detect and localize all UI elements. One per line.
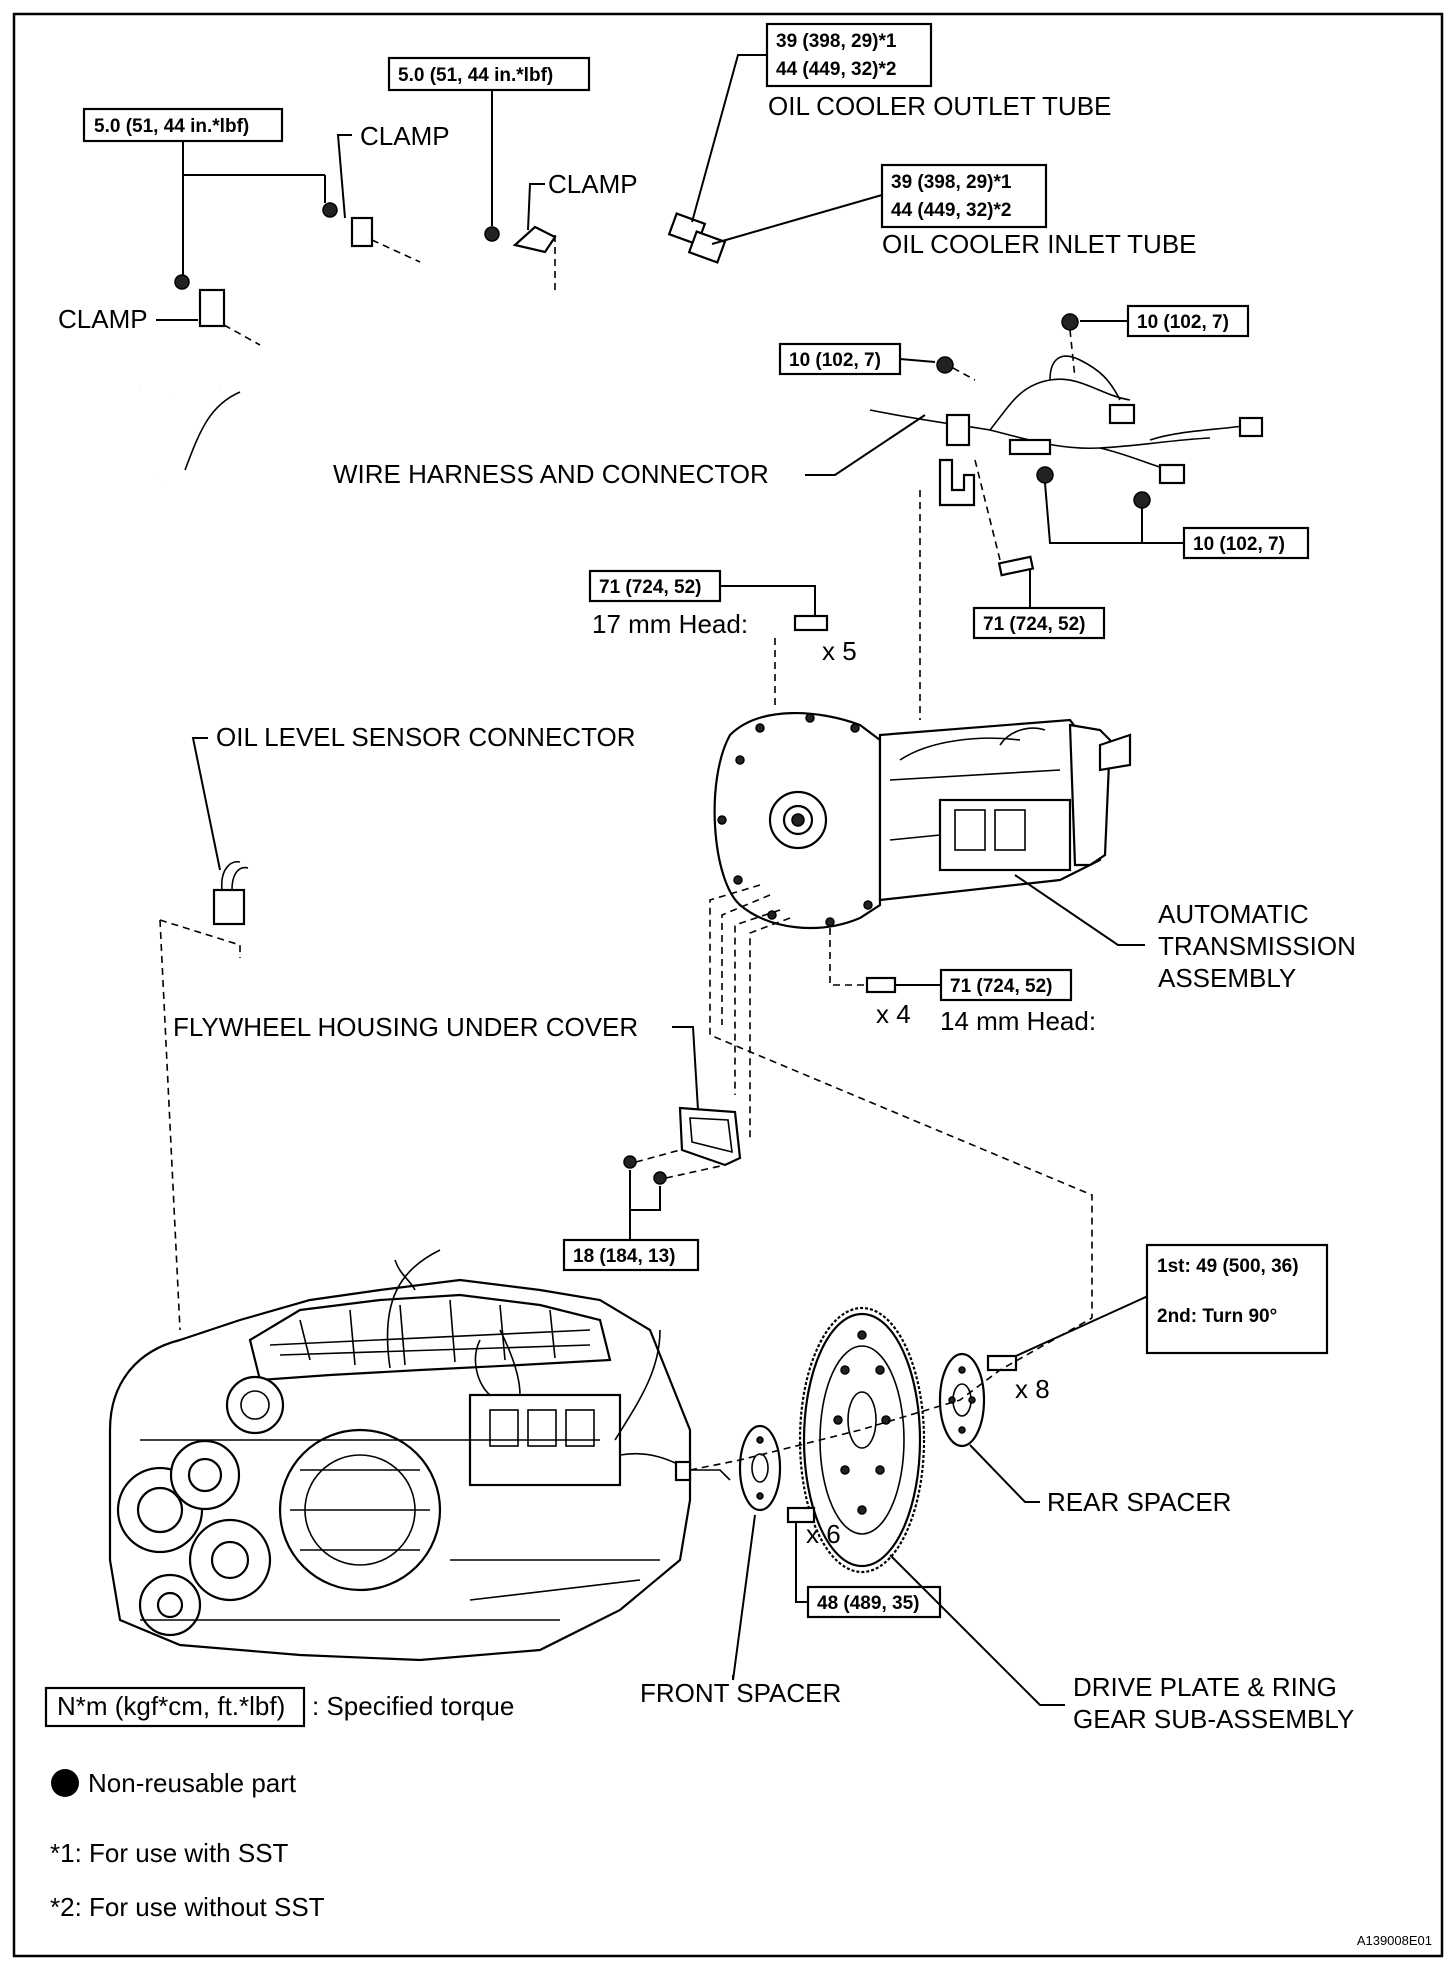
clamp-left-bolt bbox=[174, 274, 190, 290]
rear-spacer-label: REAR SPACER bbox=[1047, 1487, 1231, 1517]
torque-box-front-spacer bbox=[806, 1585, 942, 1619]
qty-x8-label: x 8 bbox=[1015, 1374, 1050, 1404]
non-reusable-icon bbox=[51, 1769, 79, 1797]
drive-plate-ring-gear-part bbox=[798, 1306, 926, 1574]
harness-connector-2 bbox=[1158, 463, 1186, 485]
clamp-mid-label: CLAMP bbox=[548, 169, 638, 199]
torque-bracket-bolt: 71 (724, 52) bbox=[983, 614, 1085, 635]
torque-box-17mm bbox=[588, 569, 722, 603]
legend-non-reusable: Non-reusable part bbox=[88, 1768, 297, 1798]
torque-box-clamp-left bbox=[82, 107, 284, 143]
auto-trans-label-2: TRANSMISSION bbox=[1158, 931, 1356, 961]
inlet-tube-fitting bbox=[687, 230, 727, 264]
auto-trans-label-3: ASSEMBLY bbox=[1158, 963, 1296, 993]
automatic-transmission-part bbox=[713, 711, 1132, 930]
torque-17mm: 71 (724, 52) bbox=[599, 577, 701, 598]
clamp-parts bbox=[174, 202, 557, 346]
torque-outlet-no-sst: 44 (449, 32)*2 bbox=[776, 59, 896, 80]
torque-box-drive-plate bbox=[1145, 1243, 1329, 1355]
flywheel-cover-label: FLYWHEEL HOUSING UNDER COVER bbox=[173, 1012, 638, 1042]
harness-connector-4 bbox=[1008, 438, 1052, 456]
oil-level-sensor-label: OIL LEVEL SENSOR CONNECTOR bbox=[216, 722, 635, 752]
harness-bracket bbox=[945, 413, 971, 447]
drive-plate-label-2: GEAR SUB-ASSEMBLY bbox=[1073, 1704, 1354, 1734]
trans-valve-body bbox=[938, 798, 1072, 872]
head-17mm-label: 17 mm Head: bbox=[592, 609, 748, 639]
torque-box-harness-top bbox=[1126, 304, 1250, 338]
front-spacer-part bbox=[738, 1424, 782, 1512]
torque-drive-1st: 1st: 49 (500, 36) bbox=[1157, 1256, 1299, 1277]
harness-connector-1 bbox=[1108, 403, 1136, 425]
torque-cover: 18 (184, 13) bbox=[573, 1246, 675, 1267]
drive-plate-label-1: DRIVE PLATE & RING bbox=[1073, 1672, 1337, 1702]
harness-bolt-right-1 bbox=[1036, 466, 1054, 484]
cover-bolt-1 bbox=[623, 1155, 637, 1169]
front-spacer-label: FRONT SPACER bbox=[640, 1678, 841, 1708]
wire-harness-label: WIRE HARNESS AND CONNECTOR bbox=[333, 459, 769, 489]
torque-box-14mm bbox=[939, 968, 1073, 1002]
torque-inlet-sst: 39 (398, 29)*1 bbox=[891, 172, 1012, 193]
harness-bolt-right-2 bbox=[1133, 491, 1151, 509]
torque-harness-right: 10 (102, 7) bbox=[1193, 534, 1285, 555]
harness-connector-3 bbox=[1238, 416, 1264, 438]
front-spacer-bolt bbox=[786, 1506, 816, 1524]
torque-box-bracket-bolt bbox=[972, 606, 1106, 640]
torque-box-harness-left bbox=[778, 342, 902, 376]
cover-bolt-2 bbox=[653, 1171, 667, 1185]
clamp-mid-part bbox=[512, 225, 557, 254]
clamp-top-label: CLAMP bbox=[360, 121, 450, 151]
engine-assembly-part bbox=[108, 1249, 731, 1662]
legend-torque-unit: N*m (kgf*cm, ft.*lbf) bbox=[57, 1691, 285, 1721]
flywheel-cover-part bbox=[678, 1106, 742, 1167]
clamp-mid-bolt bbox=[484, 226, 500, 242]
clamp-left-label: CLAMP bbox=[58, 304, 148, 334]
legend-torque-desc: : Specified torque bbox=[312, 1691, 514, 1721]
legend-note-2: *2: For use without SST bbox=[50, 1892, 325, 1922]
torque-inlet-no-sst: 44 (449, 32)*2 bbox=[891, 200, 1011, 221]
drive-plate-bolt bbox=[986, 1354, 1018, 1372]
oil-level-sensor-connector-part bbox=[212, 861, 249, 926]
torque-drive-2nd: 2nd: Turn 90° bbox=[1157, 1306, 1277, 1327]
page-border bbox=[12, 12, 1444, 1958]
qty-x4-label: x 4 bbox=[876, 999, 911, 1029]
wire-harness-part bbox=[869, 313, 1264, 720]
torque-harness-left: 10 (102, 7) bbox=[789, 350, 881, 371]
torque-front-spacer: 48 (489, 35) bbox=[817, 1593, 919, 1614]
torque-outlet-sst: 39 (398, 29)*1 bbox=[776, 31, 897, 52]
clamp-top-bolt bbox=[322, 202, 338, 218]
oil-cooler-outlet-label: OIL COOLER OUTLET TUBE bbox=[768, 91, 1111, 121]
harness-bolt-left bbox=[936, 356, 954, 374]
bracket-bolt bbox=[997, 555, 1035, 577]
head-14mm-label: 14 mm Head: bbox=[940, 1006, 1096, 1036]
harness-bracket-lower bbox=[938, 458, 976, 507]
torque-14mm: 71 (724, 52) bbox=[950, 976, 1052, 997]
harness-bolt-top bbox=[1061, 313, 1079, 331]
torque-clamp-left: 5.0 (51, 44 in.*lbf) bbox=[94, 116, 249, 137]
bolt-17mm bbox=[793, 614, 829, 632]
torque-clamp-mid: 5.0 (51, 44 in.*lbf) bbox=[398, 65, 553, 86]
clamp-top-part bbox=[350, 216, 374, 248]
legend-note-1: *1: For use with SST bbox=[50, 1838, 289, 1868]
oil-cooler-tubes bbox=[138, 212, 727, 481]
qty-x6-label: x 6 bbox=[806, 1519, 841, 1549]
rear-spacer-part bbox=[938, 1352, 986, 1448]
torque-harness-top: 10 (102, 7) bbox=[1137, 312, 1229, 333]
qty-x5-label: x 5 bbox=[822, 636, 857, 666]
oil-cooler-inlet-label: OIL COOLER INLET TUBE bbox=[882, 229, 1197, 259]
bolt-14mm bbox=[865, 976, 897, 994]
torque-box-clamp-mid bbox=[387, 56, 591, 92]
auto-trans-label-1: AUTOMATIC bbox=[1158, 899, 1309, 929]
clamp-left-part bbox=[198, 288, 226, 328]
legend-torque-box bbox=[44, 1686, 306, 1728]
figure-id: A139008E01 bbox=[1357, 1933, 1432, 1948]
